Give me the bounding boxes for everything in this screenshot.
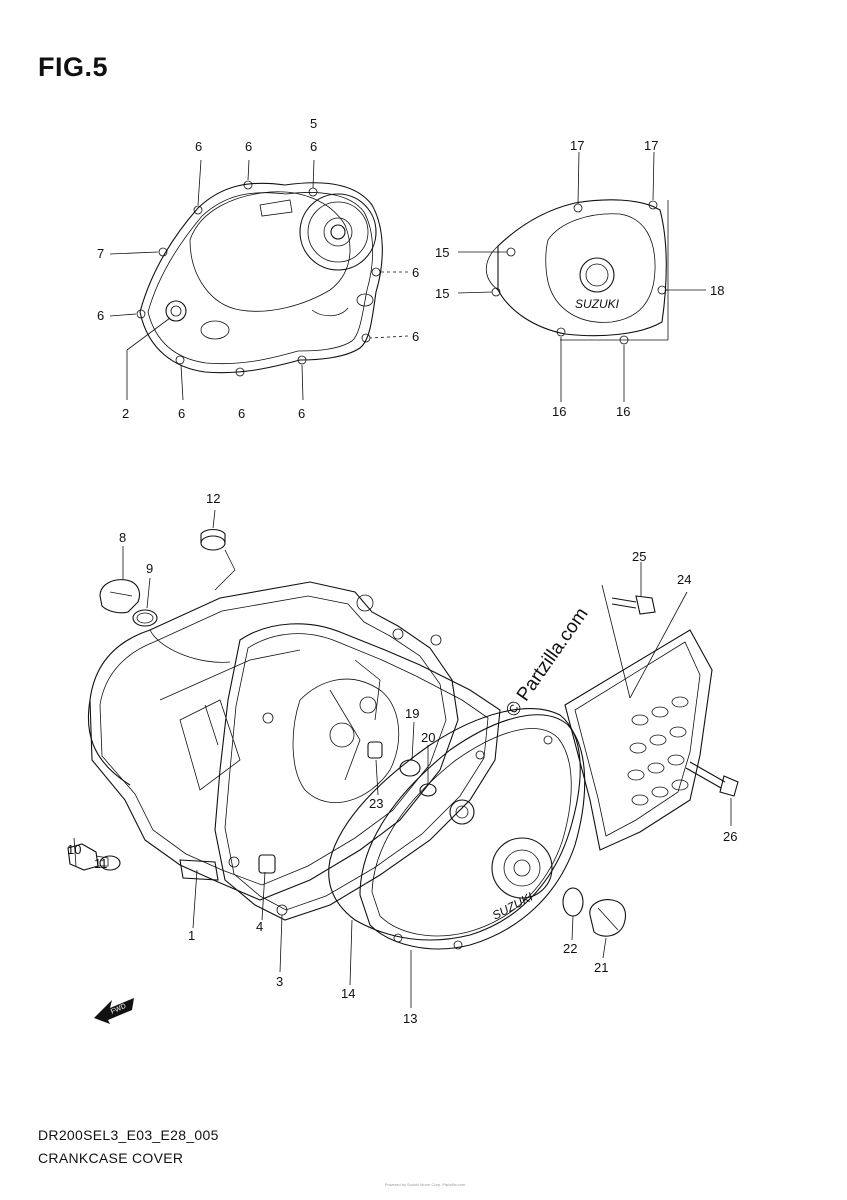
clutch-cover-outline [136,180,383,377]
callout-6: 6 [195,139,202,154]
callout-26: 26 [723,829,737,844]
brand-mark: SUZUKI [575,297,620,311]
callout-16: 16 [552,404,566,419]
callout-6: 6 [298,406,305,421]
callout-22: 22 [563,941,577,956]
diagram-caption: CRANKCASE COVER [38,1150,184,1166]
callout-14: 14 [341,986,355,1001]
callout-5: 5 [310,116,317,131]
callout-6: 6 [97,308,104,323]
callout-12: 12 [206,491,220,506]
forward-arrow-icon: FWD [94,998,134,1024]
callout-4: 4 [256,919,263,934]
callout-6: 6 [310,139,317,154]
small-parts [67,528,739,937]
crankcase-body [87,581,501,921]
callout-11: 11 [94,856,108,871]
callout-17: 17 [570,138,584,153]
callout-13: 13 [403,1011,417,1026]
callout-17: 17 [644,138,658,153]
callout-1: 1 [188,928,195,943]
callout-6: 6 [412,265,419,280]
callout-23: 23 [369,796,383,811]
callout-6: 6 [245,139,252,154]
callout-18: 18 [710,283,724,298]
callout-21: 21 [594,960,608,975]
watermark: © Partzilla.com [502,604,593,721]
brand-mark-cover: SUZUKI [490,889,536,922]
bolt-hole [491,200,667,345]
callout-24: 24 [677,572,691,587]
callout-15: 15 [435,245,449,260]
callout-10: 10 [67,842,81,857]
sprocket-cover [564,629,713,851]
callout-15: 15 [435,286,449,301]
leader-lines [73,151,732,1008]
bolt-hole [136,180,381,377]
right-crankcase-cover: SUZUKI [359,714,586,950]
callout-9: 9 [146,561,153,576]
callout-7: 7 [97,246,104,261]
callout-25: 25 [632,549,646,564]
callout-6: 6 [238,406,245,421]
callout-19: 19 [405,706,419,721]
callout-3: 3 [276,974,283,989]
callout-16: 16 [616,404,630,419]
vent-slot [627,696,689,806]
figure-title: FIG.5 [38,52,109,82]
model-code: DR200SEL3_E03_E28_005 [38,1127,219,1143]
callout-8: 8 [119,530,126,545]
callout-2: 2 [122,406,129,421]
gasket-outline [328,708,581,941]
callout-labels: 5 6 6 6 7 6 6 6 2 6 6 6 17 17 15 15 18 1… [67,116,737,1026]
callout-20: 20 [421,730,435,745]
generator-cover-outline: SUZUKI [485,199,669,345]
callout-6: 6 [412,329,419,344]
footnote: Powered by Suzuki Motor Corp. Partzilla.… [384,1182,466,1187]
callout-6: 6 [178,406,185,421]
